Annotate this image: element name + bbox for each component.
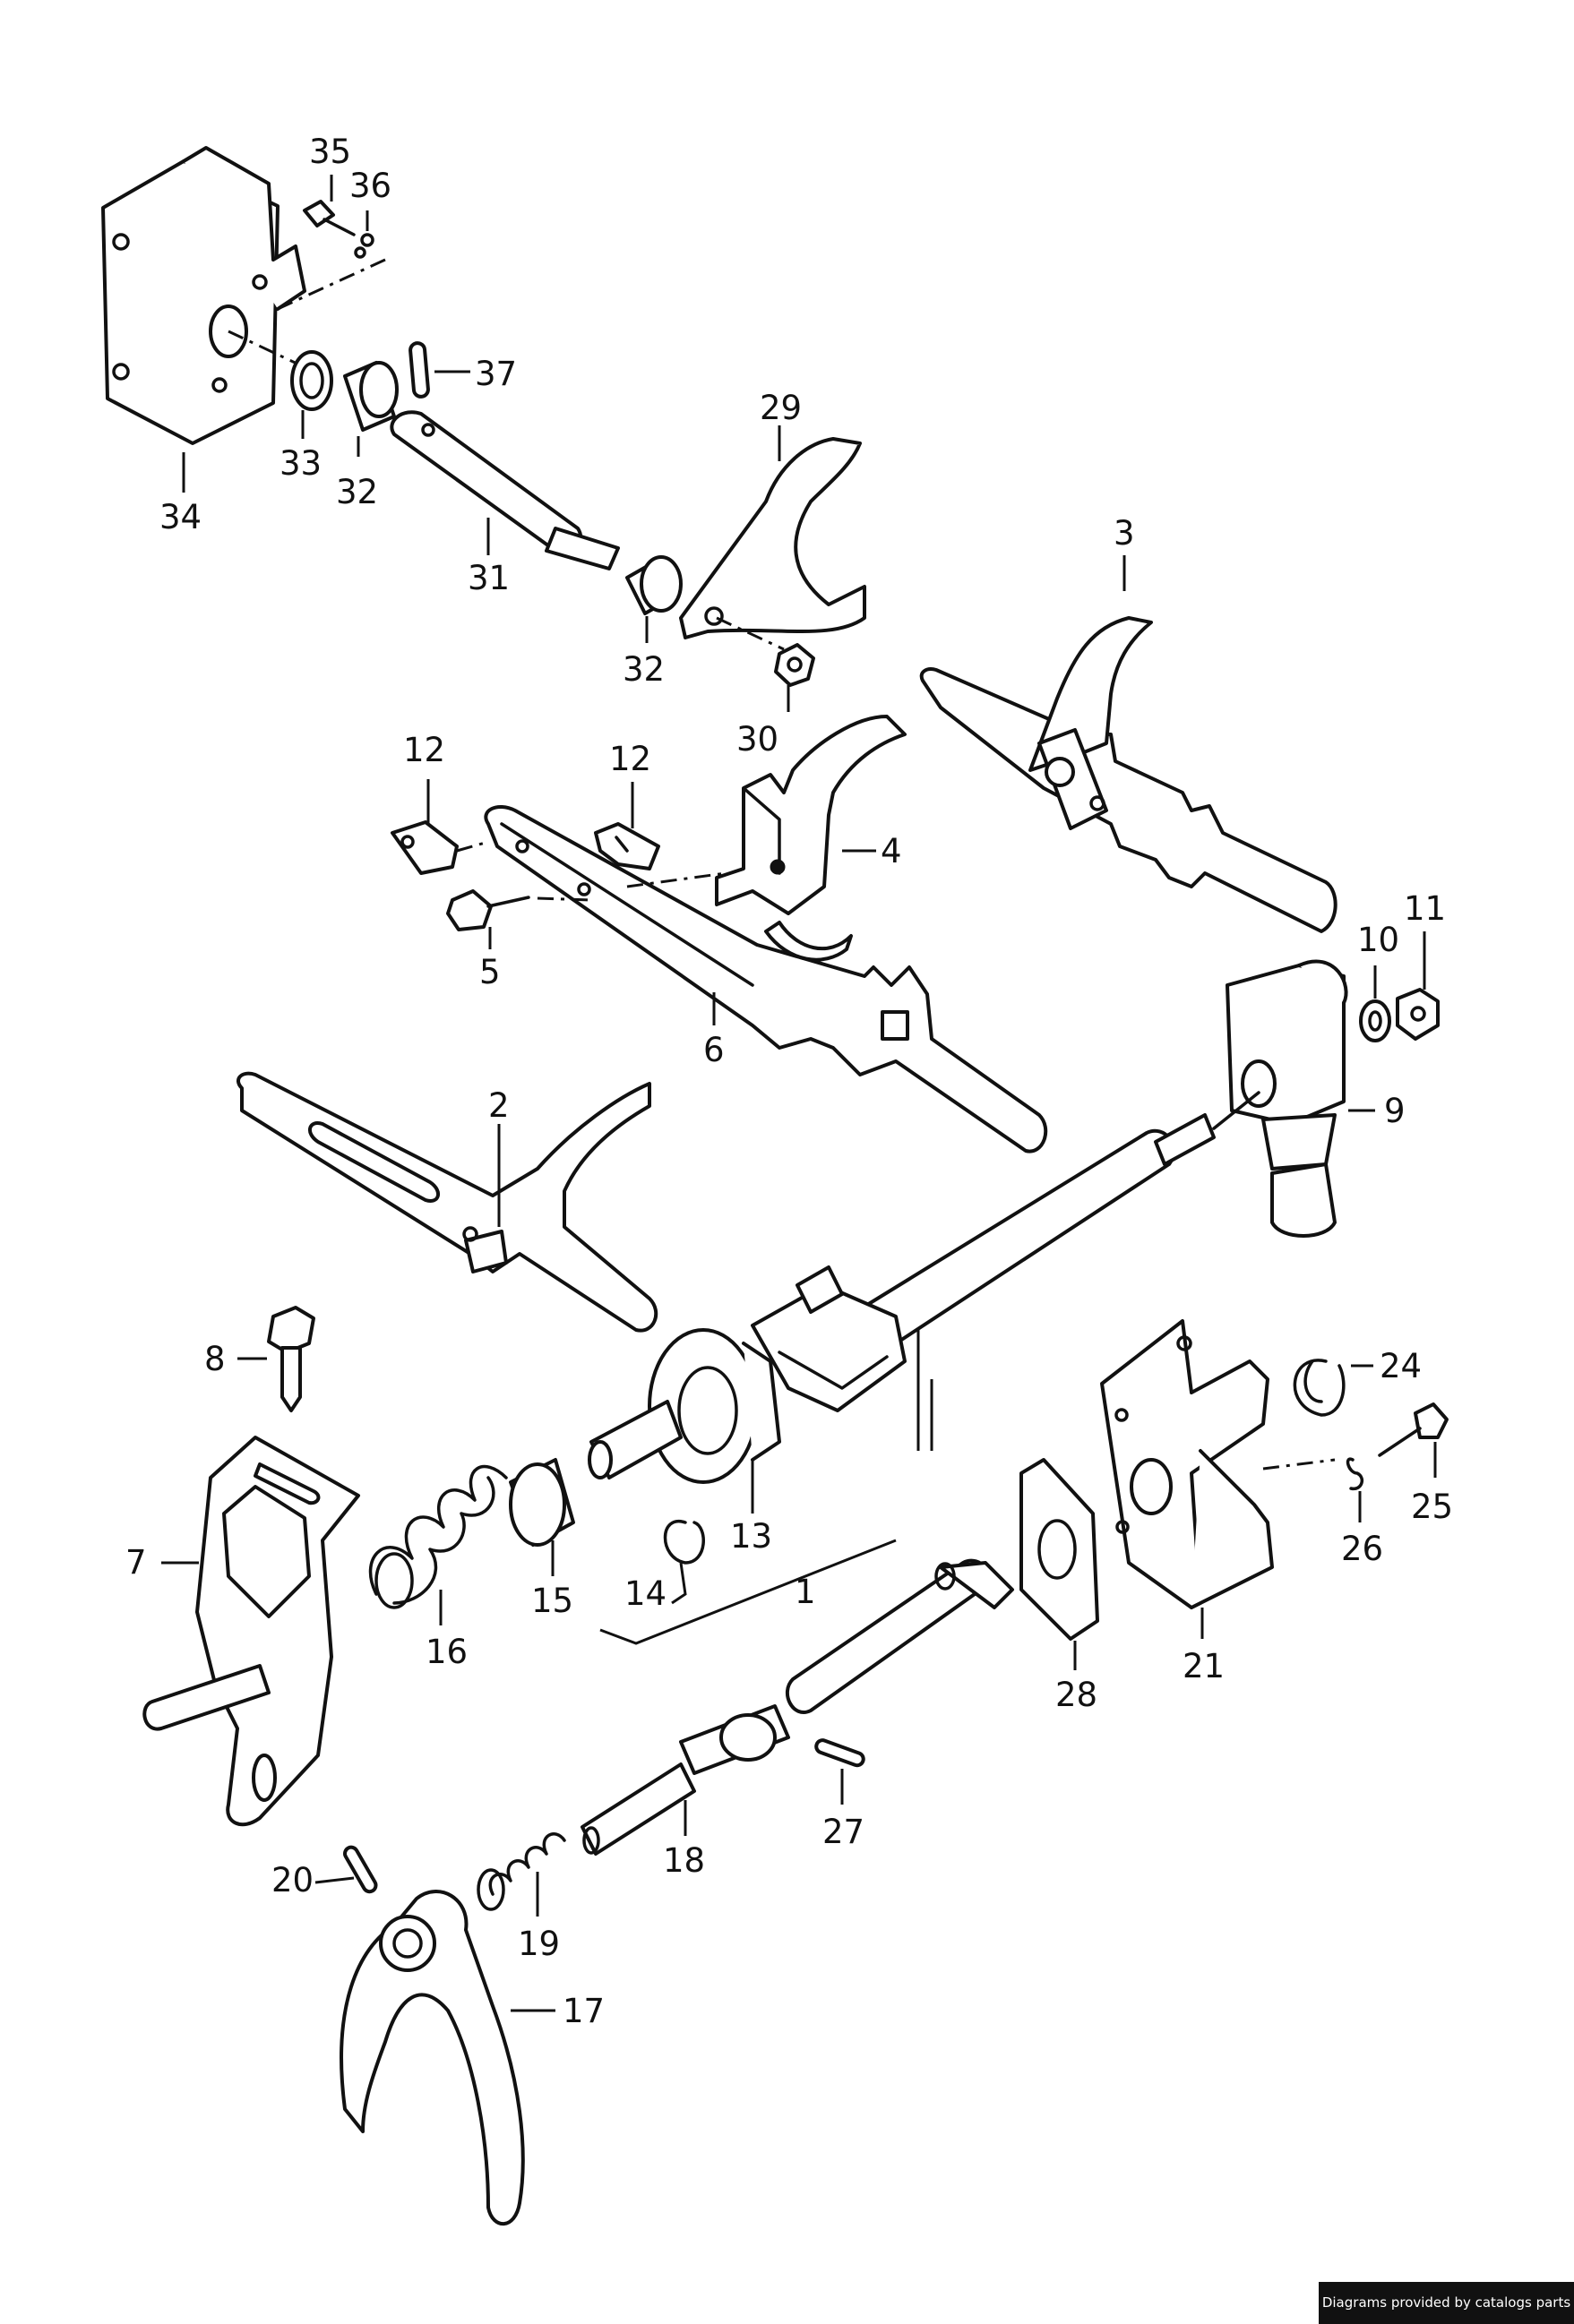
label-36: 36 [349,167,391,205]
label-24: 24 [1380,1347,1422,1385]
label-16: 16 [426,1633,468,1671]
label-29: 29 [760,389,802,427]
label-17: 17 [563,1992,605,2030]
label-20: 20 [271,1861,314,1900]
label-4: 4 [881,832,902,870]
label-34: 34 [159,498,202,536]
leader-lines [161,175,1437,2012]
part-4-shift-fork [715,715,907,962]
part-26-washer [1346,1457,1364,1491]
label-37: 37 [475,355,517,393]
label-3: 3 [1114,514,1135,553]
part-32-bushing-upper [343,361,399,432]
label-6: 6 [703,1031,725,1069]
part-12-pin-left [391,820,459,875]
part-11-nut [1396,988,1440,1041]
part-20-pin [343,1845,378,1894]
part-10-washer [1359,999,1391,1042]
stud-shaft [588,1400,683,1479]
part-24-circlip [1293,1359,1346,1417]
label-19: 19 [518,1925,560,1963]
part-13-ring [648,1328,781,1484]
part-37-pin [409,341,430,399]
label-32-upper: 32 [336,473,378,511]
label-2: 2 [488,1086,510,1125]
part-6-selector-rod [484,805,1048,1153]
part-8-bolt [267,1306,315,1412]
label-32-lower: 32 [623,650,665,689]
label-25: 25 [1411,1488,1453,1526]
label-13: 13 [730,1517,772,1556]
part-14-circlip [663,1519,705,1565]
credit-badge: Diagrams provided by catalogs parts [1319,2282,1574,2324]
part-3-selector-rod [919,616,1337,933]
label-26: 26 [1341,1530,1383,1568]
label-11: 11 [1404,889,1446,928]
part-18-shift-rod [581,1558,1014,1856]
label-33: 33 [280,444,322,483]
part-35-bolt [303,200,356,236]
label-14: 14 [624,1574,667,1613]
part-33-seal [290,350,333,411]
part-5-bolt [446,889,530,931]
label-7: 7 [125,1543,147,1582]
part-21-bracket [1100,1319,1274,1609]
label-18: 18 [663,1841,705,1880]
part-28-gasket [1019,1458,1099,1641]
label-12-right: 12 [609,740,651,778]
part-12-clip-right [594,822,660,870]
part-9-bearing-block [1226,959,1348,1238]
label-15: 15 [531,1582,573,1620]
part-15-sleeve [509,1458,575,1547]
part-19-spring [477,1832,566,1911]
label-21: 21 [1183,1647,1225,1685]
label-9: 9 [1384,1092,1406,1130]
part-34-bracket [101,146,306,445]
part-17-shift-fork [340,1890,525,2226]
label-5: 5 [479,953,501,991]
part-25-bolt [1378,1402,1449,1457]
label-27: 27 [822,1813,864,1851]
label-31: 31 [468,559,510,597]
label-35: 35 [309,133,351,171]
part-29-fork [679,437,866,639]
part-30-nut [774,643,815,687]
part-1-main-shaft [751,1091,1260,1412]
label-28: 28 [1055,1676,1097,1714]
part-36-washer [354,233,374,259]
part-7-lever [142,1436,360,1827]
label-1: 1 [795,1573,816,1611]
label-8: 8 [204,1340,226,1378]
part-16-spring [368,1464,508,1609]
part-2-selector-rod [237,1071,658,1333]
label-12-left: 12 [403,731,445,769]
label-10: 10 [1357,921,1399,959]
part-27-pin [814,1738,865,1768]
label-30: 30 [736,720,778,759]
part-32-bushing-lower [625,555,683,615]
part-number-labels: 35 36 37 33 32 34 31 32 30 29 3 12 12 4 … [125,133,1453,2030]
part-31-shaft [390,410,620,570]
